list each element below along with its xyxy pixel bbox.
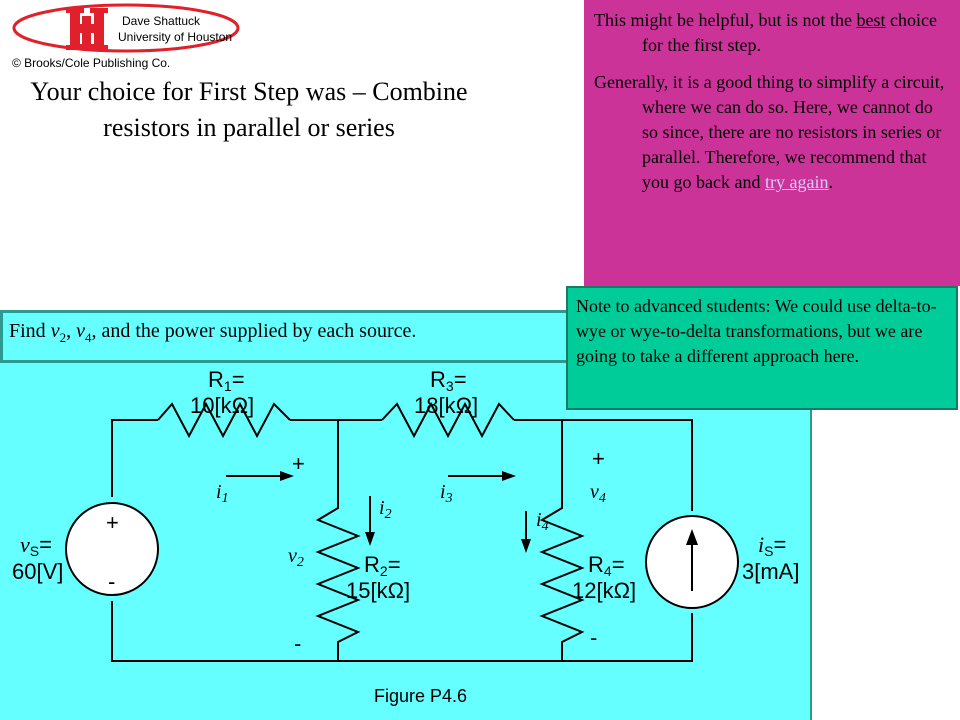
r2-label: R2= (364, 552, 401, 579)
i1-name: i (216, 481, 222, 503)
r4-value: 12[kΩ] (572, 578, 636, 603)
vs-value: 60[V] (12, 559, 63, 584)
logo-university: University of Houston (118, 30, 233, 44)
feedback-underline-best: best (856, 10, 886, 30)
uh-logo: Dave Shattuck University of Houston © Br… (4, 0, 244, 74)
problem-v4-sub: 4 (84, 330, 92, 345)
r2-eq: = (388, 552, 401, 577)
feedback-text: This might be helpful, but is not the (594, 10, 857, 30)
i3-name: i (440, 481, 446, 503)
feedback-box: This might be helpful, but is not the be… (584, 0, 960, 286)
wire-bottom (111, 601, 693, 662)
feedback-paragraph-2: Generally, it is a good thing to simplif… (594, 70, 952, 195)
problem-v4-var: v (76, 320, 85, 342)
i4-name: i (536, 509, 542, 531)
v4-plus-sign: + (592, 446, 605, 471)
v2-minus-sign: - (294, 631, 301, 656)
voltage-source-symbol (65, 502, 159, 596)
feedback-text: choice for the first step. (642, 10, 937, 55)
is-eq: = (773, 532, 786, 557)
feedback-text: . (828, 172, 833, 192)
v4-minus-sign: - (590, 625, 597, 650)
v4-label: v4 (590, 481, 606, 506)
r3-value: 18[kΩ] (414, 393, 478, 418)
vs-plus-sign: + (106, 510, 119, 535)
i4-arrow-head (521, 539, 531, 553)
i2-label: i2 (379, 497, 392, 522)
is-label: iS= (758, 532, 786, 559)
try-again-link[interactable]: try again (764, 172, 829, 192)
is-name: i (758, 532, 764, 557)
advanced-note-box: Note to advanced students: We could use … (566, 286, 958, 410)
feedback-paragraph-1: This might be helpful, but is not the be… (594, 8, 952, 58)
figure-caption: Figure P4.6 (374, 686, 468, 706)
current-source-arrow-head (686, 529, 698, 545)
i2-sub: 2 (385, 507, 392, 522)
r2-sub: 2 (380, 563, 388, 579)
v4-sub: 4 (599, 491, 606, 506)
i3-sub: 3 (445, 491, 453, 506)
problem-v2-sub: 2 (59, 330, 67, 345)
vs-name: v (20, 532, 30, 557)
vs-minus-sign: - (108, 569, 115, 594)
i2-name: i (379, 497, 385, 519)
r3-eq: = (454, 367, 467, 392)
logo-author-name: Dave Shattuck (122, 14, 201, 28)
i1-label: i1 (216, 481, 229, 506)
problem-text: Find (9, 320, 51, 342)
v2-plus-sign: + (292, 451, 305, 476)
v2-sub: 2 (297, 555, 304, 570)
r4-name: R (588, 552, 604, 577)
i4-label: i4 (536, 509, 549, 534)
r1-name: R (208, 367, 224, 392)
r3-label: R3= (430, 367, 467, 394)
r3-name: R (430, 367, 446, 392)
feedback-text: Generally, it is a good thing to simplif… (594, 72, 945, 192)
r1-value: 10[kΩ] (190, 393, 254, 418)
vs-sub: S (30, 543, 39, 559)
resistor-r3-zigzag (381, 401, 515, 439)
v2-label: v2 (288, 545, 304, 570)
r1-eq: = (232, 367, 245, 392)
logo-publisher: © Brooks/Cole Publishing Co. (12, 56, 171, 70)
resistor-r1-zigzag (157, 401, 291, 439)
wire-top-left (111, 419, 158, 447)
wire-top-right (514, 419, 693, 511)
i4-sub: 4 (542, 519, 549, 534)
page-title: Your choice for First Step was – Combine… (30, 77, 468, 142)
problem-text: , and the power supplied by each source. (91, 320, 417, 342)
resistor-r4-zigzag (539, 420, 585, 661)
v2-name: v (288, 545, 297, 567)
r4-eq: = (612, 552, 625, 577)
problem-text: , (66, 320, 77, 342)
i1-sub: 1 (222, 491, 229, 506)
r2-name: R (364, 552, 380, 577)
r1-label: R1= (208, 367, 245, 394)
is-value: 3[mA] (742, 559, 799, 584)
logo-graphic (12, 3, 240, 53)
is-sub: S (764, 543, 773, 559)
problem-v2-var: v (50, 320, 60, 342)
r4-label: R4= (588, 552, 625, 579)
resistor-r2-zigzag (315, 420, 361, 661)
i1-arrow-head (280, 471, 294, 481)
vs-label: vS= (20, 532, 52, 559)
r4-sub: 4 (604, 563, 612, 579)
problem-statement: Find v2, v4, and the power supplied by e… (0, 310, 590, 363)
r3-sub: 3 (446, 378, 454, 394)
circuit-diagram: + - + - + - R1= 10[kΩ] R3= 18[kΩ] R2= 15… (12, 367, 799, 662)
v4-name: v (590, 481, 599, 503)
r1-sub: 1 (224, 378, 232, 394)
i3-label: i3 (440, 481, 453, 506)
i2-arrow-head (365, 532, 375, 546)
vs-eq: = (39, 532, 52, 557)
i3-arrow-head (502, 471, 516, 481)
r2-value: 15[kΩ] (346, 578, 410, 603)
